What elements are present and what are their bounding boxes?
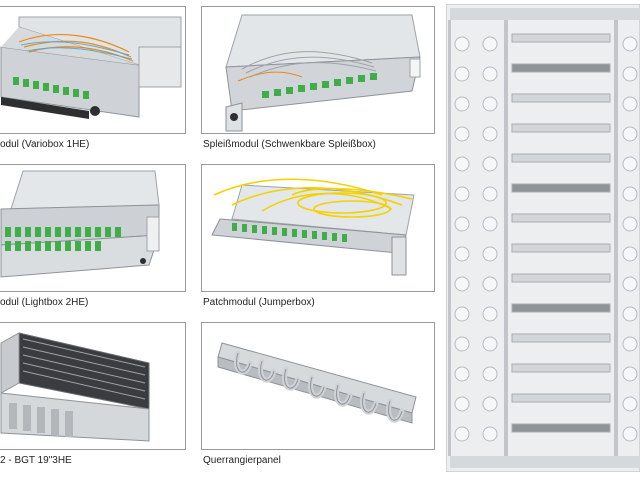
product-caption-spleissmodul: Spleißmodul (Schwenkbare Spleißbox) <box>203 139 376 150</box>
product-caption-bgt: 2 - BGT 19"3HE <box>0 455 72 466</box>
cable-ring <box>454 426 470 442</box>
rack-cabinet-illustration <box>446 4 640 472</box>
rack-shelf <box>511 333 611 343</box>
cable-ring <box>454 186 470 202</box>
cable-ring <box>454 366 470 382</box>
cable-ring <box>482 36 498 52</box>
cable-ring <box>454 66 470 82</box>
bgt-illustration <box>0 332 150 442</box>
cable-ring <box>454 156 470 172</box>
product-caption-patchmodul: Patchmodul (Jumperbox) <box>203 297 315 308</box>
cable-ring <box>454 276 470 292</box>
product-image-bgt <box>0 322 186 450</box>
cable-ring <box>482 156 498 172</box>
cable-ring <box>454 36 470 52</box>
product-image-spleissmodul <box>201 6 435 134</box>
cable-ring <box>622 396 638 412</box>
cable-ring <box>622 276 638 292</box>
cable-ring <box>622 306 638 322</box>
cable-ring <box>454 96 470 112</box>
cable-ring <box>454 246 470 262</box>
rack-shelf <box>511 93 611 103</box>
cable-ring <box>482 306 498 322</box>
rack-shelf <box>511 123 611 133</box>
cable-ring <box>622 156 638 172</box>
cable-ring <box>622 216 638 232</box>
cable-ring <box>482 396 498 412</box>
rack-shelf <box>511 423 611 433</box>
cable-ring <box>454 306 470 322</box>
product-caption-variobox: odul (Variobox 1HE) <box>0 139 90 150</box>
cable-ring <box>454 126 470 142</box>
cable-ring <box>622 366 638 382</box>
rack-cabinet-image <box>446 4 640 472</box>
rack-shelf <box>511 63 611 73</box>
rack-shelf <box>511 243 611 253</box>
cable-ring <box>622 336 638 352</box>
rack-shelf <box>511 153 611 163</box>
cable-ring <box>454 336 470 352</box>
product-caption-lightbox: odul (Lightbox 2HE) <box>0 297 89 308</box>
querrangierpanel-illustration <box>217 342 417 424</box>
cable-ring <box>482 96 498 112</box>
cable-ring <box>622 186 638 202</box>
cable-ring <box>622 36 638 52</box>
rack-shelf <box>511 303 611 313</box>
variobox-illustration <box>0 16 182 119</box>
cable-ring <box>482 366 498 382</box>
rack-shelf <box>511 363 611 373</box>
rack-shelf <box>511 273 611 283</box>
cable-ring <box>622 246 638 262</box>
rack-shelf <box>511 33 611 43</box>
rack-shelf <box>511 393 611 403</box>
cable-ring <box>482 66 498 82</box>
rack-shelf <box>511 213 611 223</box>
product-image-querrangierpanel <box>201 322 435 450</box>
cable-ring <box>454 216 470 232</box>
spleissmodul-illustration <box>225 14 421 132</box>
cable-ring <box>482 216 498 232</box>
product-caption-querrangierpanel: Querrangierpanel <box>203 455 281 466</box>
cable-ring <box>482 426 498 442</box>
product-image-variobox <box>0 6 186 134</box>
cable-ring <box>622 426 638 442</box>
product-image-patchmodul <box>201 164 435 292</box>
rack-shelf <box>511 183 611 193</box>
cable-ring <box>482 336 498 352</box>
patchmodul-illustration <box>211 178 415 276</box>
lightbox-illustration <box>0 170 160 278</box>
cable-ring <box>482 276 498 292</box>
cable-ring <box>482 126 498 142</box>
cable-ring <box>622 126 638 142</box>
cable-ring <box>482 246 498 262</box>
cable-ring <box>454 396 470 412</box>
cable-ring <box>482 186 498 202</box>
product-image-lightbox <box>0 164 186 292</box>
cable-ring <box>622 96 638 112</box>
cable-ring <box>622 66 638 82</box>
